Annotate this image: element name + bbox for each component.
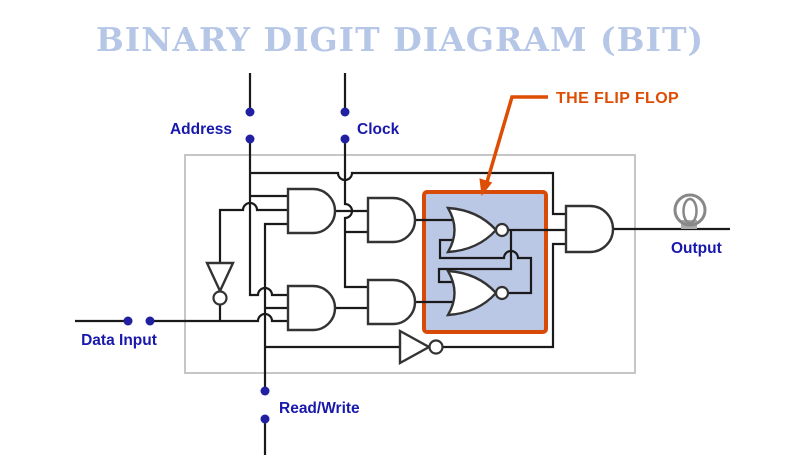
clock-label: Clock — [357, 121, 400, 138]
data-inverter — [205, 261, 235, 294]
and-gate-1 — [286, 187, 337, 235]
flipflop-nor-top — [445, 206, 498, 254]
read-write-dot-lower — [260, 414, 270, 424]
clock-dot-lower — [340, 134, 350, 144]
data-inverter-bubble — [212, 290, 228, 306]
wires — [75, 73, 730, 455]
flip-flop-callout: THE FLIP FLOP — [479, 90, 679, 196]
flipflop-nor-top-bubble — [494, 222, 510, 238]
data-input-dot-left — [123, 316, 133, 326]
data-input-label: Data Input — [81, 332, 157, 349]
terminal-dots — [123, 107, 350, 424]
read-write-inverter — [398, 328, 432, 366]
address-top-wire — [250, 171, 570, 216]
output-label: Output — [671, 240, 722, 257]
nor2-feedback-wire — [438, 238, 533, 295]
read-write-dot-upper — [260, 386, 270, 396]
data-input-dot-right — [145, 316, 155, 326]
address-dot-lower — [245, 134, 255, 144]
and-gate-2 — [286, 284, 337, 332]
read-write-inverter-bubble — [428, 339, 444, 355]
not2-to-output-and-wire — [443, 242, 570, 349]
pin-labels: Address Clock Data Input Read/Write Outp… — [81, 121, 722, 417]
read-write-label: Read/Write — [279, 400, 360, 417]
indicator-coil-ellipse — [682, 197, 698, 225]
clock-dot-upper — [340, 107, 350, 117]
inverter-to-and1-wire — [218, 201, 292, 263]
flipflop-nor-bottom-bubble — [494, 285, 510, 301]
address-dot-upper — [245, 107, 255, 117]
flip-flop-label: THE FLIP FLOP — [556, 90, 679, 107]
callout-arrowhead-icon — [479, 178, 493, 196]
and-gate-3 — [366, 196, 417, 244]
nor1-feedback-wire — [437, 230, 513, 284]
gates — [205, 187, 615, 366]
callout-arrow-line — [485, 95, 548, 183]
flipflop-nor-bottom — [445, 269, 498, 317]
output-indicator — [673, 193, 707, 229]
output-and-gate — [564, 204, 615, 254]
and-gate-4 — [366, 278, 417, 326]
address-label: Address — [170, 121, 232, 138]
page-title: BINARY DIGIT DIAGRAM (BIT) — [96, 20, 704, 59]
address-wire — [248, 143, 292, 297]
flip-flop-box — [422, 190, 548, 334]
data-input-wire — [154, 312, 292, 323]
read-write-wire — [263, 222, 292, 387]
indicator-coil-circle — [673, 193, 707, 227]
memory-cell-frame — [184, 154, 636, 374]
